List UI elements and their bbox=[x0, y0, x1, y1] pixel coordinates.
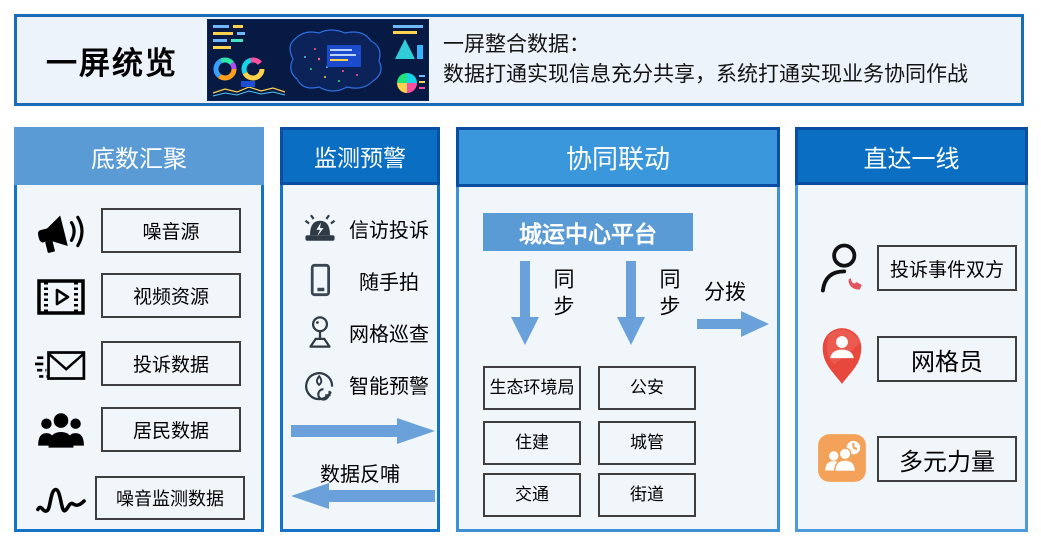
monitor-item: 网格巡查 bbox=[283, 310, 437, 354]
platform-label: 城运中心平台 bbox=[519, 221, 657, 247]
dispatch-right-arrow bbox=[697, 311, 769, 337]
department-label: 公安 bbox=[630, 377, 664, 397]
data-source-box: 投诉数据 bbox=[101, 341, 241, 386]
monitor-item: 随手拍 bbox=[283, 258, 437, 302]
gauge-icon bbox=[299, 363, 341, 405]
dashboard-thumbnail-image bbox=[207, 19, 429, 101]
stat-lines bbox=[213, 25, 245, 49]
person-phone-icon bbox=[814, 238, 870, 298]
dispatch-label: 分拨 bbox=[704, 281, 746, 304]
header-line2: 数据打通实现信息充分共享，系统打通实现业务协同作战 bbox=[443, 63, 968, 86]
mail-icon bbox=[33, 341, 89, 389]
sync-label: 同步 bbox=[657, 268, 680, 322]
waveform-icon bbox=[33, 476, 89, 524]
box-label: 网格员 bbox=[911, 348, 983, 376]
right-widgets bbox=[393, 25, 425, 93]
person-pin-icon bbox=[299, 311, 341, 353]
siren-icon bbox=[299, 207, 341, 249]
feedback-label: 数据反哺 bbox=[320, 464, 400, 486]
people-icon bbox=[33, 407, 89, 455]
monitor-item: 智能预警 bbox=[283, 362, 437, 406]
panel-frontline: 直达一线 投诉事件双方 网格员 多 bbox=[795, 127, 1028, 532]
frontline-box: 投诉事件双方 bbox=[877, 245, 1017, 291]
box-label: 噪音监测数据 bbox=[116, 489, 224, 509]
box-label: 视频资源 bbox=[132, 287, 209, 308]
pin-person-icon bbox=[814, 326, 870, 386]
sync-label: 同步 bbox=[551, 268, 574, 322]
department-box: 生态环境局 bbox=[483, 366, 581, 410]
megaphone-icon bbox=[33, 208, 89, 256]
department-label: 生态环境局 bbox=[489, 377, 575, 397]
data-source-box: 噪音源 bbox=[101, 208, 241, 253]
panel-frontline-title: 直达一线 bbox=[795, 127, 1028, 185]
panel-monitoring-title: 监测预警 bbox=[280, 127, 440, 185]
box-label: 多元力量 bbox=[899, 448, 995, 476]
left-arrow bbox=[291, 483, 435, 509]
panel-base-data: 底数汇聚 噪音源 视频资源 bbox=[14, 127, 264, 532]
department-box: 公安 bbox=[598, 366, 696, 410]
data-source-box: 视频资源 bbox=[101, 273, 241, 318]
down-arrow bbox=[511, 261, 539, 345]
data-source-box: 居民数据 bbox=[101, 407, 241, 452]
monitor-item: 信访投诉 bbox=[283, 206, 437, 250]
box-label: 居民数据 bbox=[132, 421, 209, 442]
department-box: 住建 bbox=[483, 421, 581, 465]
box-label: 噪音源 bbox=[142, 222, 200, 243]
department-box: 城管 bbox=[598, 421, 696, 465]
down-arrow bbox=[617, 261, 645, 345]
box-label: 投诉数据 bbox=[132, 355, 209, 376]
department-box: 街道 bbox=[598, 473, 696, 517]
panel-coordination-title: 协同联动 bbox=[456, 127, 780, 187]
monitor-item-label: 网格巡查 bbox=[349, 323, 429, 346]
panel-monitoring: 监测预警 信访投诉 随手拍 bbox=[280, 127, 440, 532]
frontline-box: 网格员 bbox=[877, 336, 1017, 382]
phone-icon bbox=[299, 259, 341, 301]
department-label: 住建 bbox=[515, 432, 549, 452]
monitor-item-label: 信访投诉 bbox=[349, 219, 429, 242]
people-clock-icon bbox=[814, 428, 870, 488]
header-line1: 一屏整合数据： bbox=[443, 32, 590, 56]
page-title: 一屏统览 bbox=[46, 45, 178, 81]
monitor-item-label: 随手拍 bbox=[359, 271, 419, 294]
map-tooltip bbox=[327, 45, 361, 67]
panel-base-title: 底数汇聚 bbox=[14, 127, 264, 185]
film-icon bbox=[33, 273, 89, 321]
department-box: 交通 bbox=[483, 473, 581, 517]
panel-coordination: 协同联动 城运中心平台 同步 同步 分拨 生态环境局 公安 住建 城管 交通 街… bbox=[456, 127, 780, 532]
data-source-box: 噪音监测数据 bbox=[95, 476, 245, 520]
monitor-item-label: 智能预警 bbox=[349, 375, 429, 398]
header-banner: 一屏统览 bbox=[14, 14, 1024, 106]
department-label: 街道 bbox=[630, 484, 664, 504]
department-label: 城管 bbox=[630, 432, 664, 452]
box-label: 投诉事件双方 bbox=[889, 259, 1004, 281]
header-description: 一屏整合数据： 数据打通实现信息充分共享，系统打通实现业务协同作战 bbox=[443, 30, 968, 91]
frontline-box: 多元力量 bbox=[877, 436, 1017, 482]
platform-bar: 城运中心平台 bbox=[483, 213, 693, 251]
department-label: 交通 bbox=[515, 484, 549, 504]
right-arrow bbox=[291, 418, 435, 444]
